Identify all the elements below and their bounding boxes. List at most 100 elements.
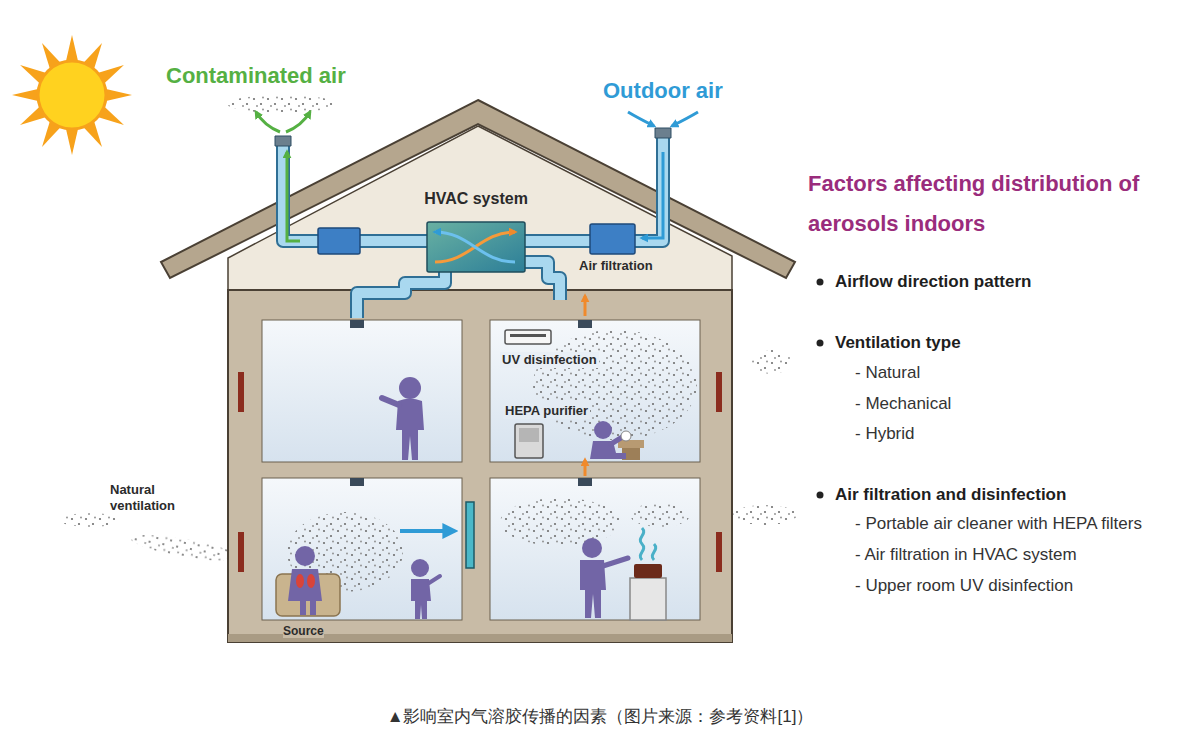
factor-subitem: - Portable air cleaner with HEPA filters	[855, 514, 1142, 534]
people-part	[288, 569, 322, 601]
outdoor-particles-part	[227, 95, 337, 113]
bullet-dots-part	[817, 492, 824, 499]
people-part	[295, 546, 315, 566]
people-part	[582, 538, 602, 558]
sun-part	[12, 89, 38, 101]
ceiling-vents-part	[350, 478, 364, 486]
filter-boxes-part	[590, 224, 635, 254]
sun-part	[66, 129, 78, 155]
factor-subitem: - Hybrid	[855, 424, 915, 444]
ducts-part	[655, 128, 671, 138]
factor-item: Airflow direction pattern	[835, 272, 1031, 292]
ventilation-label: Natural ventilation	[108, 482, 196, 513]
bullet-dots	[817, 279, 824, 499]
airflow-arrows-part	[628, 112, 654, 126]
people-part	[634, 564, 662, 578]
house-part	[490, 478, 700, 620]
airflow-arrows-part	[400, 529, 452, 533]
airflow-arrows-part	[672, 112, 698, 126]
house-part	[262, 478, 462, 620]
panel-title: Factors affecting distribution of aeroso…	[808, 164, 1158, 244]
sun-part	[106, 89, 132, 101]
house-part	[238, 532, 244, 572]
filter-boxes-part	[435, 232, 515, 262]
factor-subitem: - Natural	[855, 363, 920, 383]
airflow-arrows-part	[286, 112, 310, 132]
filter-boxes-part	[318, 228, 360, 254]
ceiling-vents-part	[350, 320, 364, 328]
indoor-particles-part	[500, 498, 620, 546]
house-part	[716, 532, 722, 572]
device-label: UV disinfection	[500, 352, 599, 368]
factor-item: Ventilation type	[835, 333, 961, 353]
sun-part	[66, 35, 78, 61]
outdoor-particles-part	[60, 513, 120, 527]
factor-subitem: - Air filtration in HVAC system	[855, 545, 1077, 565]
unit-heading: HVAC system	[424, 189, 528, 208]
factor-subitem: - Mechanical	[855, 394, 951, 414]
ducts-part	[357, 272, 445, 318]
house-part	[228, 126, 732, 292]
ceiling-vents-part	[578, 478, 592, 486]
airflow-arrows-part	[584, 460, 587, 476]
airflow-arrows-part	[584, 296, 587, 316]
people-part	[621, 431, 631, 441]
house-part	[228, 290, 732, 642]
ducts-part	[275, 136, 291, 146]
indoor-particles-part	[533, 330, 697, 440]
people-part	[640, 528, 655, 560]
bullet-dots-part	[817, 279, 824, 286]
airflow-arrows-part	[642, 152, 663, 238]
people-part	[594, 421, 612, 439]
outdoor-particles-part	[129, 530, 240, 567]
airflow-arrows	[256, 112, 698, 531]
outdoor-particles-part	[752, 350, 792, 374]
outdoor-particles-part	[733, 505, 797, 525]
people-part	[429, 576, 440, 583]
ducts	[275, 128, 671, 318]
house	[161, 100, 795, 642]
house-part	[490, 320, 700, 462]
people-part	[580, 560, 606, 618]
people-part	[630, 578, 666, 620]
device-label: HEPA purifier	[503, 403, 590, 419]
people-part	[603, 558, 628, 566]
hvac-unit: HVAC system	[427, 222, 525, 272]
ceiling-vents-part	[578, 320, 592, 328]
people-part	[411, 559, 429, 577]
sun	[12, 35, 132, 155]
filter-boxes-part	[435, 232, 515, 262]
people-part	[618, 440, 644, 448]
ducts-part	[525, 262, 560, 300]
house-part	[262, 320, 462, 462]
people-part	[296, 574, 304, 588]
house-part	[238, 372, 244, 412]
ducts-part	[357, 272, 445, 318]
ducts-part	[525, 262, 560, 300]
devices-part	[519, 428, 539, 442]
air-label: Contaminated air	[166, 63, 346, 89]
sun-part	[38, 61, 106, 129]
filter-boxes-part	[427, 222, 525, 272]
air-label: Outdoor air	[603, 78, 723, 104]
factor-item: Air filtration and disinfection	[835, 485, 1066, 505]
people	[276, 377, 666, 620]
airflow-arrows-part	[287, 152, 300, 241]
factor-subitem: - Upper room UV disinfection	[855, 576, 1073, 596]
indoor-particles	[287, 330, 697, 592]
devices-part	[515, 424, 543, 458]
devices-part	[510, 334, 546, 337]
people-part	[590, 441, 626, 459]
device-label: Air filtration	[577, 258, 655, 274]
devices-part	[505, 330, 551, 344]
bullet-dots-part	[817, 340, 824, 347]
people-part	[300, 601, 316, 615]
people-part	[411, 579, 431, 619]
source-label: Source	[283, 624, 324, 638]
indoor-particles-part	[630, 503, 690, 527]
people-part	[307, 574, 315, 588]
house-part	[716, 372, 722, 412]
people-part	[382, 398, 399, 405]
people-part	[399, 377, 421, 399]
